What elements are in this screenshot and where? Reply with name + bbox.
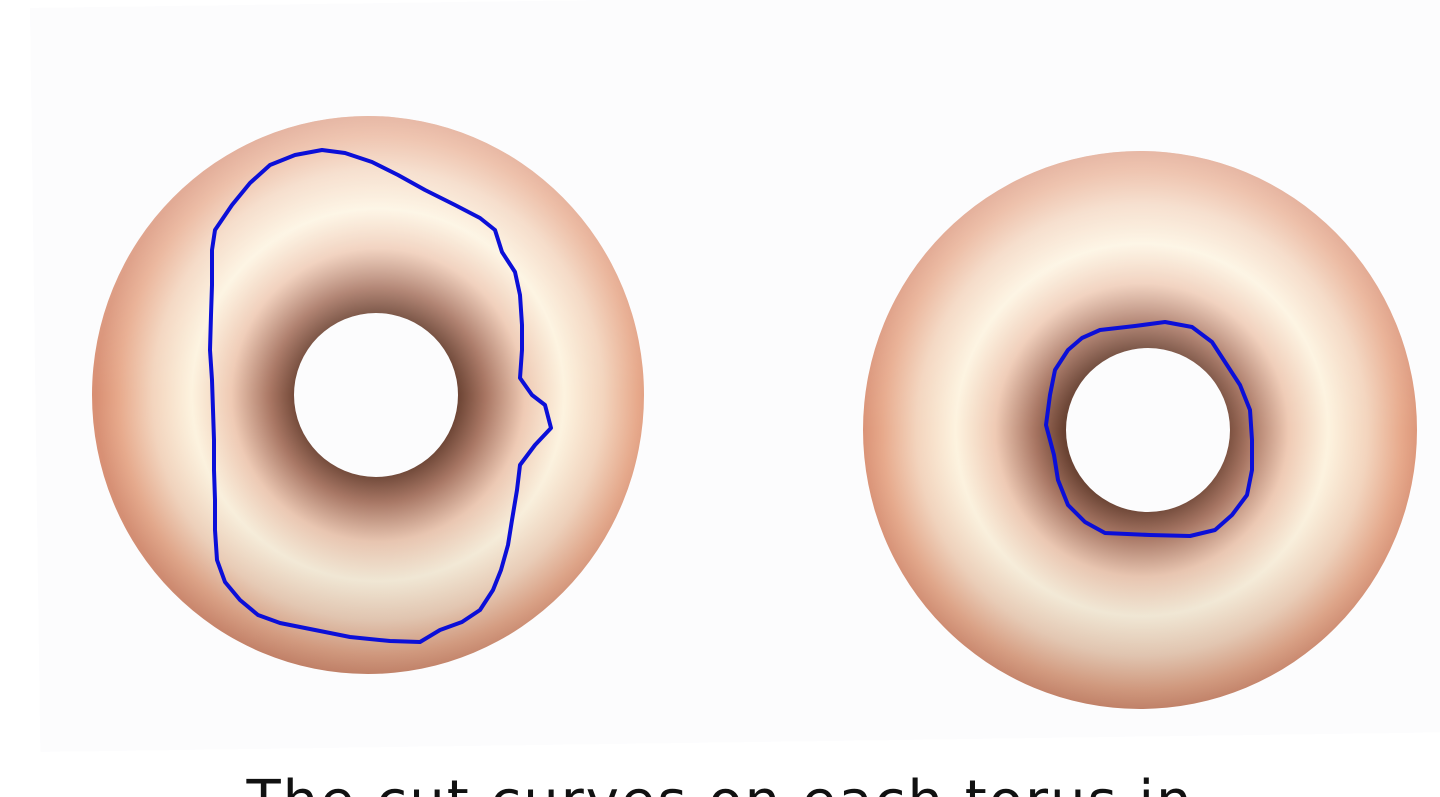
- right-torus-shading: [863, 151, 1417, 709]
- left-torus-shading: [92, 116, 644, 674]
- left-torus: [92, 116, 644, 674]
- figure-caption: The cut curves on each torus in: [0, 772, 1440, 797]
- right-torus: [863, 151, 1417, 709]
